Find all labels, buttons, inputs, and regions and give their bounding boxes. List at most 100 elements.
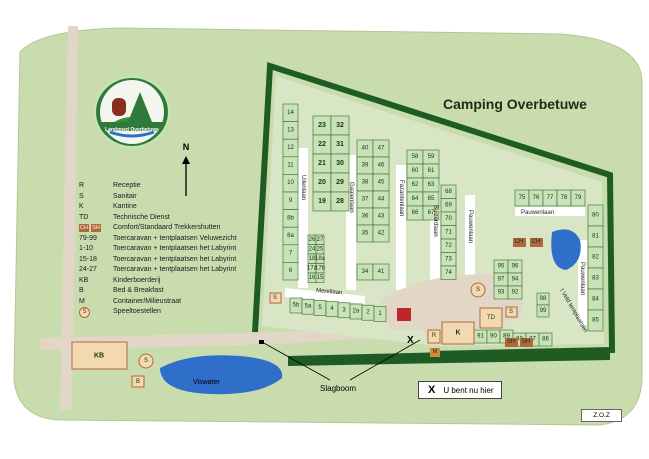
pitch[interactable]: 4 — [325, 301, 339, 317]
pitch[interactable]: 12 — [282, 138, 299, 158]
pitch[interactable]: 86 — [538, 332, 553, 347]
pitch[interactable]: 2a — [349, 303, 363, 320]
pitch-plot[interactable] — [282, 262, 299, 281]
pitch[interactable]: 8a — [282, 226, 299, 246]
pitch[interactable]: 9 — [282, 191, 299, 210]
pitch[interactable]: 77 — [542, 189, 558, 207]
pitch[interactable]: 92 — [507, 285, 523, 300]
pitch[interactable]: 59 — [422, 149, 440, 165]
pitch-plot[interactable] — [315, 272, 325, 283]
pitch[interactable]: 18a — [315, 253, 326, 264]
pitch[interactable]: 80 — [587, 204, 604, 227]
pitch[interactable]: 42 — [372, 224, 390, 243]
pitch[interactable]: 43 — [372, 207, 390, 226]
pitch[interactable]: 13 — [282, 121, 299, 140]
pitch[interactable]: 58 — [406, 149, 424, 165]
pitch[interactable]: 63 — [422, 177, 440, 193]
pitch[interactable]: 21 — [312, 153, 332, 174]
pitch[interactable]: 64 — [406, 191, 424, 207]
pitch[interactable]: 66 — [406, 205, 424, 221]
pitch[interactable]: 67 — [422, 205, 440, 221]
pitch[interactable]: 72 — [440, 238, 457, 253]
pitch[interactable]: 8b — [282, 209, 299, 228]
pitch-plot[interactable] — [536, 304, 550, 318]
pitch[interactable]: 27 — [315, 234, 325, 245]
pitch[interactable]: 5b — [289, 297, 303, 314]
pitch[interactable]: 60 — [406, 163, 424, 179]
pitch[interactable]: 5 — [313, 300, 327, 316]
pitch-plot[interactable] — [587, 309, 604, 332]
pitch[interactable]: 40 — [356, 139, 374, 158]
pitch-plot[interactable] — [372, 224, 390, 243]
pitch[interactable]: 79 — [570, 189, 586, 207]
pitch[interactable]: 14 — [282, 103, 299, 122]
pitch[interactable]: 3 — [337, 302, 351, 319]
pitch[interactable]: 94 — [507, 272, 523, 287]
pitch[interactable]: 61 — [422, 163, 440, 179]
pitch[interactable]: 91 — [473, 329, 488, 344]
pitch-plot[interactable] — [440, 265, 457, 280]
pitch[interactable]: 84 — [587, 288, 604, 311]
pitch[interactable]: 20 — [312, 172, 332, 193]
pitch[interactable]: 30 — [330, 153, 350, 174]
pitch[interactable]: 75 — [514, 189, 530, 207]
pitch[interactable]: 17b — [315, 263, 326, 274]
pitch[interactable]: 46 — [372, 156, 390, 175]
pitch[interactable]: 85 — [587, 309, 604, 332]
pitch[interactable]: 24 — [307, 244, 317, 255]
pitch[interactable]: 74 — [440, 265, 457, 280]
pitch[interactable]: 44 — [372, 190, 390, 209]
pitch[interactable]: 6 — [282, 262, 299, 281]
pitch[interactable]: 97 — [493, 272, 509, 287]
pitch[interactable]: 2 — [361, 304, 375, 321]
pitch[interactable]: 76 — [528, 189, 544, 207]
pitch[interactable]: 11 — [282, 156, 299, 175]
pitch[interactable]: 73 — [440, 252, 457, 267]
pitch[interactable]: 82 — [587, 246, 604, 269]
pitch[interactable]: 1 — [373, 306, 387, 322]
pitch[interactable]: 22 — [312, 134, 332, 155]
pitch[interactable]: 96 — [507, 259, 523, 274]
pitch[interactable]: 15 — [315, 272, 325, 283]
pitch[interactable]: 32 — [330, 115, 350, 136]
pitch[interactable]: 23 — [312, 115, 332, 136]
pitch-plot[interactable] — [570, 189, 586, 207]
pitch[interactable]: 10 — [282, 174, 299, 193]
pitch[interactable]: 95 — [493, 259, 509, 274]
pitch[interactable]: 38 — [356, 173, 374, 192]
pitch[interactable]: 70 — [440, 211, 457, 226]
pitch[interactable]: 69 — [440, 198, 457, 213]
pitch[interactable]: 31 — [330, 134, 350, 155]
pitch[interactable]: 99 — [536, 304, 550, 318]
pitch-plot[interactable] — [330, 191, 350, 212]
pitch[interactable]: 41 — [372, 263, 390, 281]
pitch[interactable]: 90 — [486, 329, 501, 344]
pitch[interactable]: 65 — [422, 191, 440, 207]
pitch[interactable]: 16 — [307, 272, 317, 283]
pitch-plot[interactable] — [507, 285, 523, 300]
pitch[interactable]: 45 — [372, 173, 390, 192]
pitch[interactable]: 78 — [556, 189, 572, 207]
pitch-plot[interactable] — [538, 332, 553, 347]
pitch[interactable]: 7 — [282, 244, 299, 263]
pitch-plot[interactable] — [372, 263, 390, 281]
pitch[interactable]: 83 — [587, 267, 604, 290]
pitch[interactable]: 39 — [356, 156, 374, 175]
pitch[interactable]: 25 — [315, 244, 325, 255]
pitch[interactable]: 28 — [330, 191, 350, 212]
pitch[interactable]: 47 — [372, 139, 390, 158]
pitch[interactable]: 36 — [356, 207, 374, 226]
pitch[interactable]: 62 — [406, 177, 424, 193]
pitch[interactable]: 35 — [356, 224, 374, 243]
pitch[interactable]: 34 — [356, 263, 374, 281]
pitch[interactable]: 29 — [330, 172, 350, 193]
pitch[interactable]: 71 — [440, 225, 457, 240]
pitch[interactable]: 37 — [356, 190, 374, 209]
pitch[interactable]: 81 — [587, 225, 604, 248]
pitch[interactable]: 68 — [440, 184, 457, 199]
pitch[interactable]: 93 — [493, 285, 509, 300]
pitch[interactable]: 26 — [307, 234, 317, 245]
pitch[interactable]: 19 — [312, 191, 332, 212]
pitch[interactable]: 98 — [536, 292, 550, 306]
pitch-plot[interactable] — [373, 306, 387, 322]
